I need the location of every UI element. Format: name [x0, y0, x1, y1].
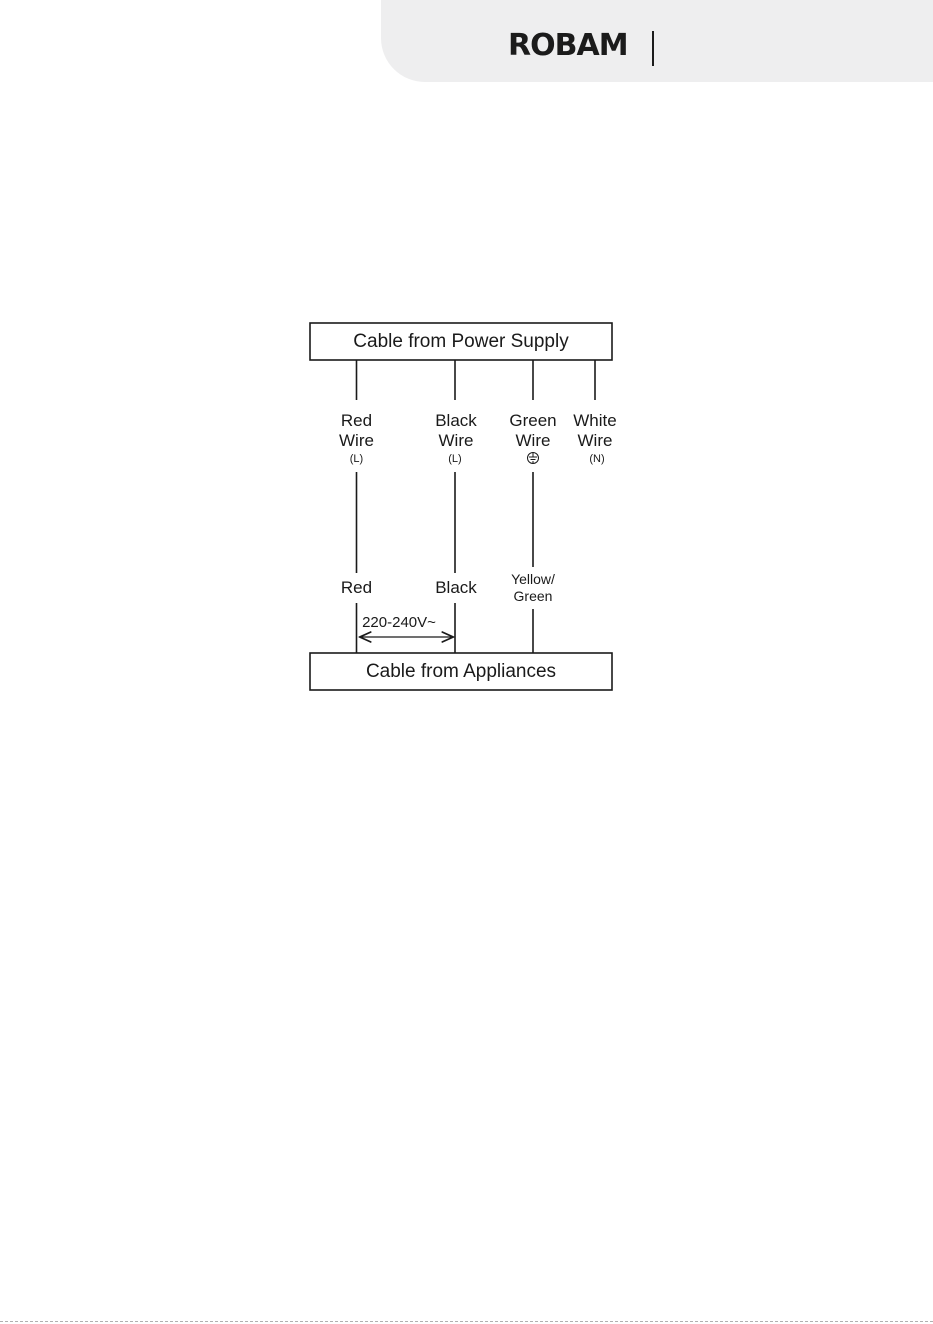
appliance-cable-label: Cable from Appliances — [366, 661, 556, 682]
yellow-green-label-line2: Green — [514, 588, 553, 604]
red-wire-terminal: (L) — [350, 453, 363, 465]
white-wire-label-line1: White — [573, 411, 616, 430]
red-wire-label-line2: Wire — [339, 431, 374, 450]
black-wire-terminal: (L) — [448, 453, 461, 465]
power-supply-cable-label: Cable from Power Supply — [353, 331, 569, 352]
black-appliance-label: Black — [435, 578, 477, 597]
green-wire-label-line1: Green — [509, 411, 556, 430]
voltage-label: 220-240V~ — [362, 614, 436, 631]
black-wire-label-line2: Wire — [439, 431, 474, 450]
yellow-green-label-line1: Yellow/ — [511, 571, 555, 587]
black-wire-label-line1: Black — [435, 411, 477, 430]
white-wire-terminal: (N) — [589, 453, 604, 465]
green-wire-label-line2: Wire — [516, 431, 551, 450]
red-appliance-label: Red — [341, 578, 372, 597]
page-bottom-rule — [0, 1321, 933, 1322]
red-wire-label-line1: Red — [341, 411, 372, 430]
white-wire-label-line2: Wire — [578, 431, 613, 450]
earth-ground-icon — [528, 453, 539, 464]
